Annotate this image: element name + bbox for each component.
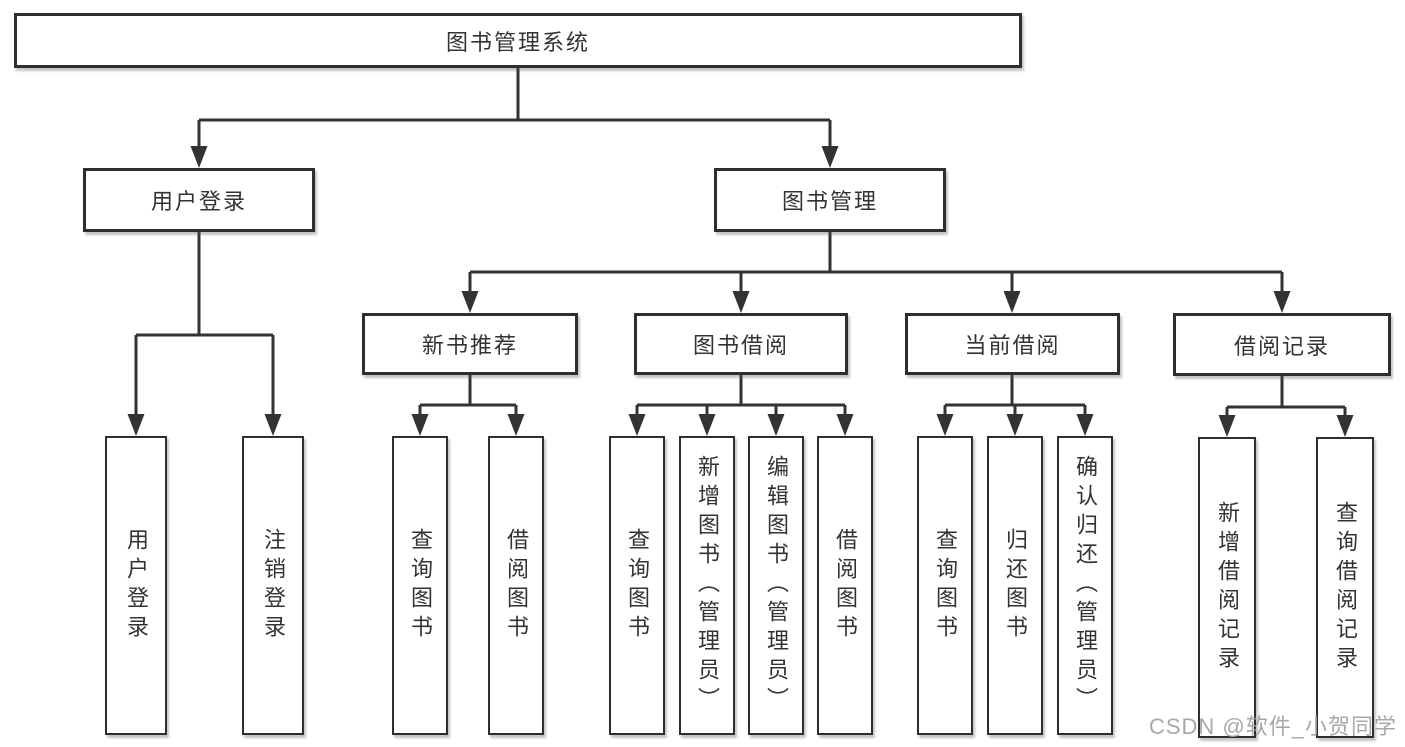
csdn-watermark: CSDN @软件_小贺同学: [1148, 714, 1397, 739]
arrowhead: [698, 414, 716, 436]
leaf-borrow-books-under-recommendation: 借阅图书: [488, 436, 544, 735]
node-label: 查询图书: [625, 527, 650, 644]
leaf-user-login: 用户登录: [105, 436, 167, 735]
leaf-add-books-admin: 新增图书（管理员）: [679, 436, 735, 735]
node-label: 图书管理系统: [445, 29, 590, 55]
connector-new-book-rec-to-leaves: [411, 375, 525, 436]
leaf-query-borrowing-record: 查询借阅记录: [1316, 437, 1374, 738]
node-label: 图书管理: [781, 189, 878, 214]
arrowhead: [821, 146, 839, 168]
node-label: 新增图书（管理员）: [695, 455, 720, 716]
node-label: 用户登录: [150, 189, 247, 214]
arrowhead: [936, 414, 954, 436]
leaf-edit-books-admin: 编辑图书（管理员）: [748, 436, 804, 735]
arrowhead: [127, 414, 145, 436]
leaf-logout: 注销登录: [242, 436, 304, 735]
connector-user-login-to-leaves: [127, 232, 282, 436]
node-label: 归还图书: [1003, 527, 1028, 644]
arrowhead: [1076, 414, 1094, 436]
leaf-confirm-return-admin: 确认归还（管理员）: [1057, 436, 1113, 735]
node-user-login: 用户登录: [83, 168, 315, 232]
arrowhead: [190, 146, 208, 168]
arrowhead: [1003, 291, 1021, 313]
arrowhead: [767, 414, 785, 436]
node-label: 新书推荐: [421, 333, 518, 358]
node-label: 借阅图书: [504, 527, 529, 644]
connector-borrow-record-to-leaves: [1218, 376, 1354, 437]
node-label: 用户登录: [124, 527, 149, 644]
node-label: 当前借阅: [964, 333, 1061, 358]
connector-book-borrow-to-leaves: [628, 375, 854, 436]
node-label: 编辑图书（管理员）: [764, 455, 789, 716]
node-label: 查询图书: [933, 527, 958, 644]
arrowhead: [507, 414, 525, 436]
node-label: 借阅记录: [1233, 333, 1330, 359]
node-label: 查询借阅记录: [1333, 500, 1358, 675]
node-label: 新增借阅记录: [1215, 500, 1240, 675]
node-book-management: 图书管理: [714, 168, 946, 232]
leaf-query-books-under-borrowing: 查询图书: [609, 436, 665, 735]
node-book-borrowing: 图书借阅: [634, 313, 848, 375]
arrowhead: [461, 291, 479, 313]
arrowhead: [836, 414, 854, 436]
arrowhead: [1336, 415, 1354, 437]
node-new-book-recommendation: 新书推荐: [362, 313, 578, 375]
arrowhead: [1218, 415, 1236, 437]
arrowhead: [732, 291, 750, 313]
node-label: 确认归还（管理员）: [1073, 455, 1098, 716]
arrowhead: [411, 414, 429, 436]
leaf-borrow-books-under-borrowing: 借阅图书: [817, 436, 873, 735]
node-label: 查询图书: [408, 527, 433, 644]
node-label: 注销登录: [261, 527, 286, 644]
arrowhead: [628, 414, 646, 436]
connector-root-to-level2: [190, 67, 839, 168]
node-label: 图书借阅: [692, 333, 789, 358]
leaf-query-books-under-recommendation: 查询图书: [392, 436, 448, 735]
leaf-query-books-under-current: 查询图书: [917, 436, 973, 735]
arrowhead: [264, 414, 282, 436]
leaf-return-books: 归还图书: [987, 436, 1043, 735]
connector-book-mgmt-to-level3: [461, 232, 1291, 313]
arrowhead: [1273, 291, 1291, 313]
node-label: 借阅图书: [833, 527, 858, 644]
node-library-management-system: 图书管理系统: [14, 13, 1022, 68]
arrowhead: [1006, 414, 1024, 436]
leaf-add-borrowing-record: 新增借阅记录: [1198, 437, 1256, 738]
connector-current-borrow-to-leaves: [936, 375, 1094, 436]
node-current-borrowing: 当前借阅: [905, 313, 1120, 375]
node-borrowing-records: 借阅记录: [1173, 313, 1391, 376]
